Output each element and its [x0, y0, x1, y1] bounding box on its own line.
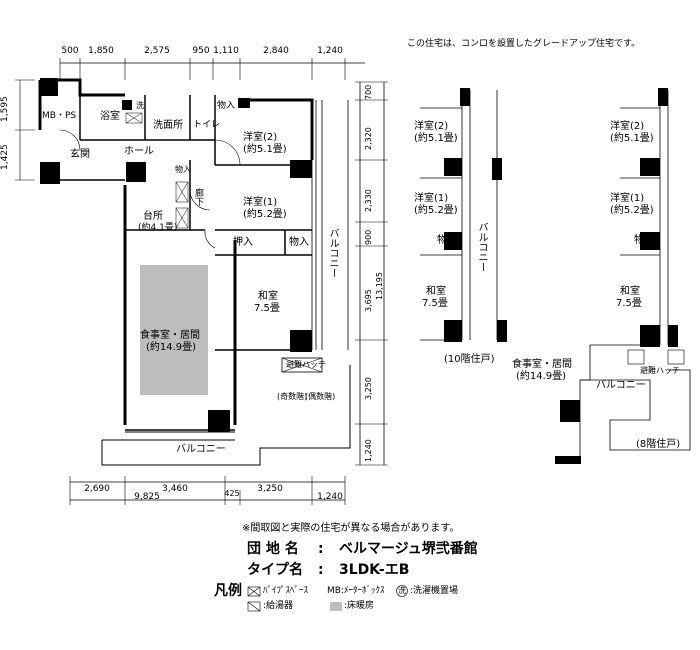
v10-west2-name: 洋室(2) [414, 121, 449, 132]
even-floor-label: (偶数階) [305, 392, 336, 401]
room-small-storage: 物入 [175, 165, 191, 174]
room-living-name: 食事室・居間 [140, 330, 200, 341]
v10-balcony: バルコニー [476, 222, 487, 272]
room-corridor: 廊下 [193, 188, 203, 206]
room-west1-size: (約5.2畳) [243, 209, 287, 220]
disclaimer: ※間取図と実際の住宅が異なる場合があります。 [242, 523, 460, 534]
room-west2-name: 洋室(2) [243, 132, 278, 143]
upgrade-note: この住宅は、コンロを設置したグレードアップ住宅です。 [407, 39, 641, 49]
legend-water-heater: :給湯器 [263, 601, 294, 611]
legend-title: 凡例 [214, 583, 242, 599]
dim-top-7: 1,240 [317, 46, 343, 56]
room-west1-name: 洋室(1) [243, 197, 278, 208]
dim-bottom-1: 2,690 [84, 484, 110, 494]
washer-mark: 洗 [136, 101, 144, 110]
v8-hatch: 避難ハッチ [640, 366, 680, 375]
v8-living-name: 食事室・居間 [512, 359, 572, 370]
room-washitsu-size: 7.5畳 [254, 303, 280, 314]
dim-right-1: 700 [364, 84, 373, 100]
room-mb-ps: MB・PS [42, 111, 77, 121]
room-kitchen-name: 台所 [143, 211, 163, 222]
legend-floor-heating: :床暖房 [344, 601, 375, 611]
dim-right-6: 3,250 [364, 377, 373, 400]
dim-bottom-total: 9,825 [134, 492, 160, 502]
floor-heating-area [140, 265, 208, 395]
colon-2: : [318, 562, 324, 578]
legend-pipe-space: ﾊﾟｲﾌﾟｽﾍﾟｰｽ [263, 586, 309, 596]
value-type-name: 3LDK-エB [339, 562, 410, 578]
v10-washitsu-name: 和室 [426, 286, 446, 297]
legend-mb: MB:ﾒｰﾀｰﾎﾞｯｸｽ [327, 586, 385, 596]
dim-top-5: 1,110 [213, 46, 239, 56]
room-kitchen-size: (約4.1畳) [138, 223, 178, 233]
dim-right-7: 1,240 [364, 439, 373, 462]
dim-top-3: 2,575 [144, 46, 170, 56]
v10-west1-name: 洋室(1) [414, 193, 449, 204]
v8-caption: (8階住戸) [636, 439, 681, 450]
dim-top-1: 500 [61, 46, 79, 56]
dim-bottom-2: 3,460 [162, 484, 188, 494]
room-toilet: トイレ [193, 120, 221, 130]
odd-floor-label: (奇数階) [277, 392, 308, 401]
colon-1: : [318, 541, 324, 557]
room-living-size: (約14.9畳) [146, 342, 197, 353]
v8-washitsu-name: 和室 [620, 286, 640, 297]
dim-bottom-balcony: 1,240 [317, 492, 343, 502]
room-balcony-bottom: バルコニー [176, 444, 226, 455]
evac-hatch: 避難ハッチ [286, 360, 326, 369]
v8-west1-size: (約5.2畳) [610, 205, 654, 216]
dim-bottom-3: 3,250 [257, 484, 283, 494]
v10-washitsu-size: 7.5畳 [422, 298, 448, 309]
dim-right-3: 2,330 [364, 189, 373, 212]
v10-west2-size: (約5.1畳) [414, 133, 458, 144]
dim-right-2: 2,320 [364, 127, 373, 150]
room-storage-top: 物入 [217, 101, 236, 111]
dim-top-2: 1,850 [88, 46, 114, 56]
v8-living-size: (約14.9畳) [516, 371, 567, 382]
dim-bottom-425: 425 [224, 489, 240, 498]
dim-top-4: 950 [192, 46, 210, 56]
label-complex-name: 団 地 名 [247, 541, 299, 557]
v8-washitsu-size: 7.5畳 [616, 298, 642, 309]
v8-west2-name: 洋室(2) [610, 121, 645, 132]
v10-west1-size: (約5.2畳) [414, 205, 458, 216]
room-balcony-right: バルコニー [327, 228, 338, 278]
room-washitsu-name: 和室 [258, 291, 278, 302]
dim-right-5: 3,695 [364, 289, 373, 312]
room-closet: 押入 [233, 237, 253, 248]
room-west2-size: (約5.1畳) [243, 144, 287, 155]
dim-left-1: 1,595 [0, 96, 10, 122]
legend-washer: :洗濯機置場 [410, 586, 459, 596]
v10-storage: 物入 [437, 235, 457, 246]
value-complex-name: ベルマージュ堺弐番館 [339, 541, 478, 557]
v10-caption: (10階住戸) [444, 354, 495, 365]
v8-west2-size: (約5.1畳) [610, 133, 654, 144]
v8-storage: 物入 [634, 235, 654, 246]
label-type-name: タイプ名 [247, 562, 303, 578]
dim-total-height: 13,195 [375, 272, 384, 300]
legend-wash-mark-icon: 洗 [398, 586, 406, 595]
room-washroom: 洗面所 [153, 120, 183, 131]
room-hall: ホール [124, 146, 154, 157]
room-entrance: 玄関 [70, 149, 90, 160]
room-storage-mid: 物入 [289, 237, 309, 248]
v8-balcony: バルコニー [596, 380, 646, 391]
dim-left-2: 1,425 [0, 144, 10, 170]
dim-top-6: 2,840 [263, 46, 289, 56]
v8-west1-name: 洋室(1) [610, 193, 645, 204]
dim-right-4: 900 [364, 229, 373, 245]
room-bath: 浴室 [100, 111, 120, 122]
